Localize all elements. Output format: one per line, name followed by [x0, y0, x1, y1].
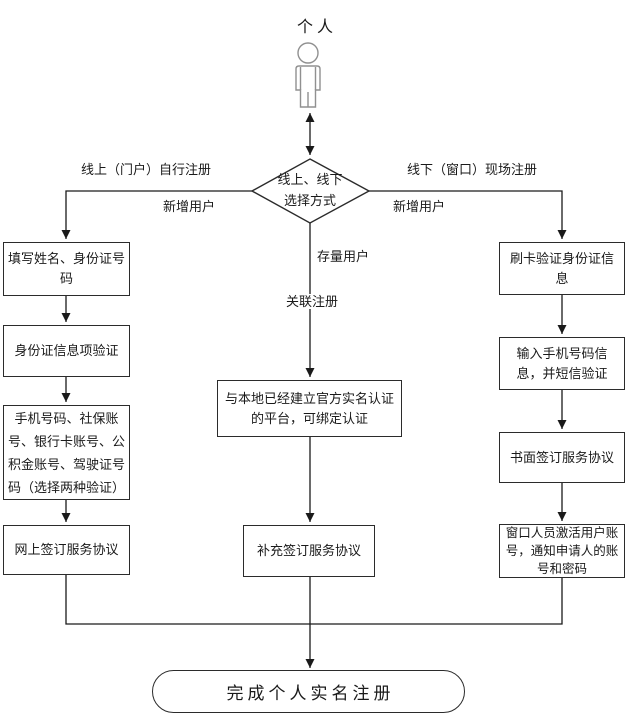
decision-line1: 线上、线下	[277, 172, 343, 187]
step-middle-supplement-agreement: 补充签订服务协议	[243, 525, 375, 577]
edge-left-branch	[61, 190, 252, 239]
edge-label-existing-user: 存量用户	[317, 249, 370, 264]
edge-label-linked-register: 关联注册	[283, 294, 342, 309]
edge-right-branch	[369, 190, 567, 239]
step-middle-bind-platform: 与本地已经建立官方实名认证的平台，可绑定认证	[217, 380, 402, 437]
step-left-fill-name-id: 填写姓名、身份证号码	[3, 242, 130, 296]
decision-node: 线上、线下 选择方式	[253, 169, 367, 211]
edge-label-right-new-user: 新增用户	[393, 199, 446, 214]
person-icon	[295, 42, 321, 108]
edge-label-right-branch: 线下（窗口）现场注册	[406, 162, 537, 177]
step-left-two-factor-options: 手机号码、社保账号、银行卡账号、公积金账号、驾驶证号码（选择两种验证）	[3, 405, 130, 500]
step-right-activate-account: 窗口人员激活用户账号，通知申请人的账号和密码	[499, 524, 625, 578]
edge-label-left-branch: 线上（门户）自行注册	[80, 162, 211, 177]
step-right-card-verify-id: 刷卡验证身份证信息	[499, 242, 625, 295]
end-node-complete-registration: 完成个人实名注册	[152, 670, 465, 713]
page-title: 个人	[296, 19, 337, 36]
edge-label-left-new-user: 新增用户	[163, 199, 216, 214]
step-left-id-verification: 身份证信息项验证	[3, 325, 130, 377]
step-left-online-sign-agreement: 网上签订服务协议	[3, 525, 130, 575]
edge-merge-left	[65, 575, 563, 625]
decision-line2: 选择方式	[283, 193, 336, 208]
step-right-written-agreement: 书面签订服务协议	[499, 432, 625, 483]
step-right-phone-sms-verify: 输入手机号码信息，并短信验证	[499, 337, 625, 390]
